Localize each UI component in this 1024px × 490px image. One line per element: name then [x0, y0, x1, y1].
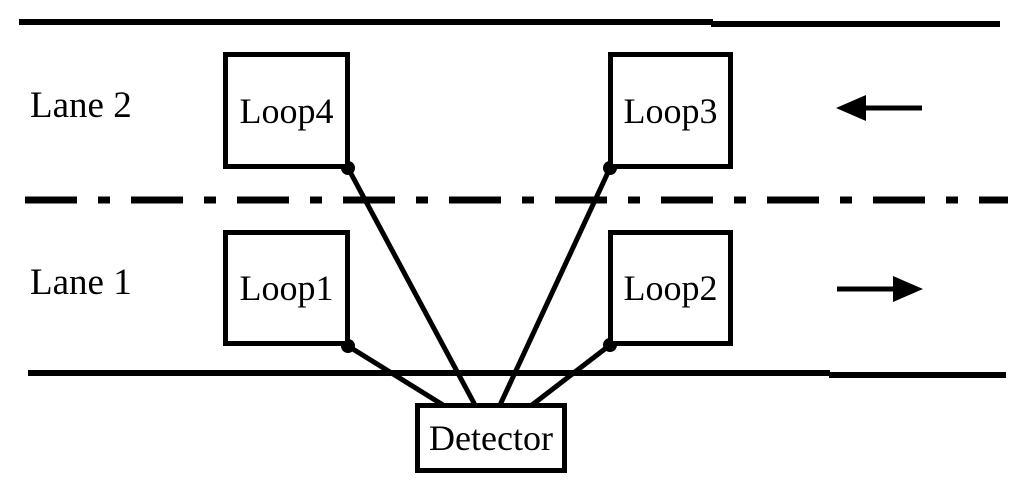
- wire-loop4-to-detector: [345, 166, 478, 407]
- wire-loop2-to-detector: [530, 343, 612, 407]
- loop3-label: Loop3: [623, 90, 718, 131]
- right-arrow-icon: [837, 276, 923, 302]
- left-arrow-icon: [836, 95, 922, 121]
- top-road-edge-right-segment: [711, 21, 1000, 27]
- wire-loop3-to-detector: [497, 166, 613, 407]
- bottom-road-edge-left-segment: [28, 370, 830, 376]
- wire-loop1-to-detector: [346, 343, 445, 408]
- lane2-label: Lane 2: [30, 85, 132, 126]
- loop1-label: Loop1: [239, 268, 334, 308]
- loop4-label: Loop4: [239, 90, 334, 131]
- loop2-label: Loop2: [623, 268, 718, 308]
- detector-label: Detector: [429, 418, 553, 458]
- bottom-road-edge-right-segment: [829, 372, 1006, 378]
- top-road-edge-left-segment: [19, 19, 713, 25]
- loop3-box: Loop3: [608, 52, 733, 169]
- lane1-label: Lane 1: [30, 262, 132, 303]
- loop1-box: Loop1: [223, 230, 350, 346]
- loop4-box: Loop4: [223, 52, 350, 169]
- loop2-box: Loop2: [608, 230, 733, 346]
- detector-box: Detector: [415, 403, 567, 473]
